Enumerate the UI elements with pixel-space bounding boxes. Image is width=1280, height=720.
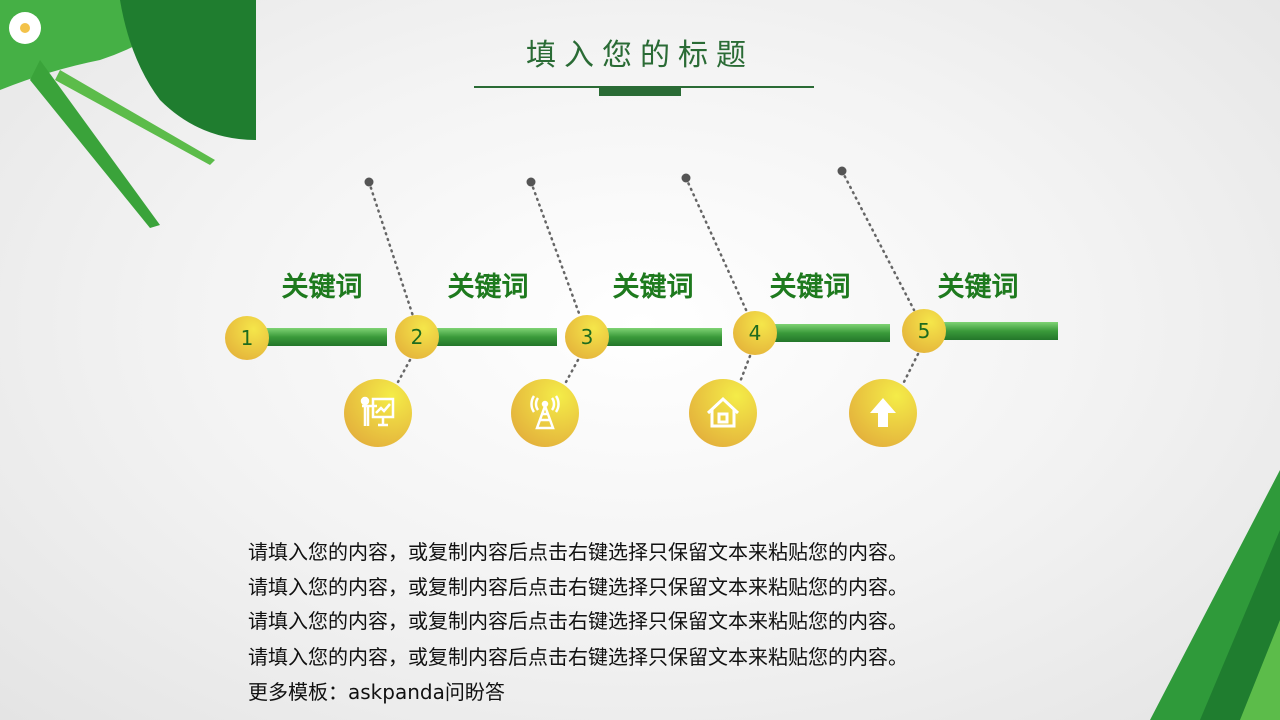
- body-line-3: 请填入您的内容，或复制内容后点击右键选择只保留文本来粘贴您的内容。: [248, 609, 908, 633]
- icon-circle-3: [511, 379, 579, 447]
- icon-circle-4: [689, 379, 757, 447]
- leaf-decoration-top-left: [0, 0, 256, 228]
- title-underline: [474, 86, 814, 88]
- icon-circle-2: [344, 379, 412, 447]
- slide-title: 填入您的标题: [526, 38, 754, 73]
- signal-tower-icon: [530, 395, 560, 430]
- step-number-3: 3: [565, 315, 609, 359]
- step-number-4: 4: [733, 311, 777, 355]
- step-number-5: 5: [902, 309, 946, 353]
- home-icon: [706, 396, 740, 428]
- timeline-bar-1: [260, 328, 387, 346]
- title-underline-accent: [599, 88, 681, 96]
- timeline-bar-3: [600, 328, 722, 346]
- connector-dot: [526, 177, 536, 187]
- keyword-1: 关键词: [281, 272, 363, 303]
- keyword-3: 关键词: [612, 272, 694, 303]
- body-line-2: 请填入您的内容，或复制内容后点击右键选择只保留文本来粘贴您的内容。: [248, 575, 908, 599]
- step-number-2: 2: [395, 315, 439, 359]
- presentation-icon: [360, 396, 395, 427]
- keyword-2: 关键词: [447, 272, 529, 303]
- body-line-1: 请填入您的内容，或复制内容后点击右键选择只保留文本来粘贴您的内容。: [248, 540, 908, 564]
- connector-dot: [837, 166, 847, 176]
- leaf-decoration-bottom-right: [1150, 470, 1280, 720]
- connector-dot: [364, 177, 374, 187]
- timeline-bar-2: [430, 328, 557, 346]
- keyword-4: 关键词: [769, 272, 851, 303]
- more-templates-line: 更多模板：askpanda问盼答: [248, 680, 505, 704]
- upload-arrow-icon: [870, 398, 896, 427]
- keyword-5: 关键词: [937, 272, 1019, 303]
- body-line-4: 请填入您的内容，或复制内容后点击右键选择只保留文本来粘贴您的内容。: [248, 645, 908, 669]
- timeline-bar-4: [768, 324, 890, 342]
- connector-dot: [681, 173, 691, 183]
- icon-circle-5: [849, 379, 917, 447]
- step-number-1: 1: [225, 316, 269, 360]
- timeline-bar-5: [936, 322, 1058, 340]
